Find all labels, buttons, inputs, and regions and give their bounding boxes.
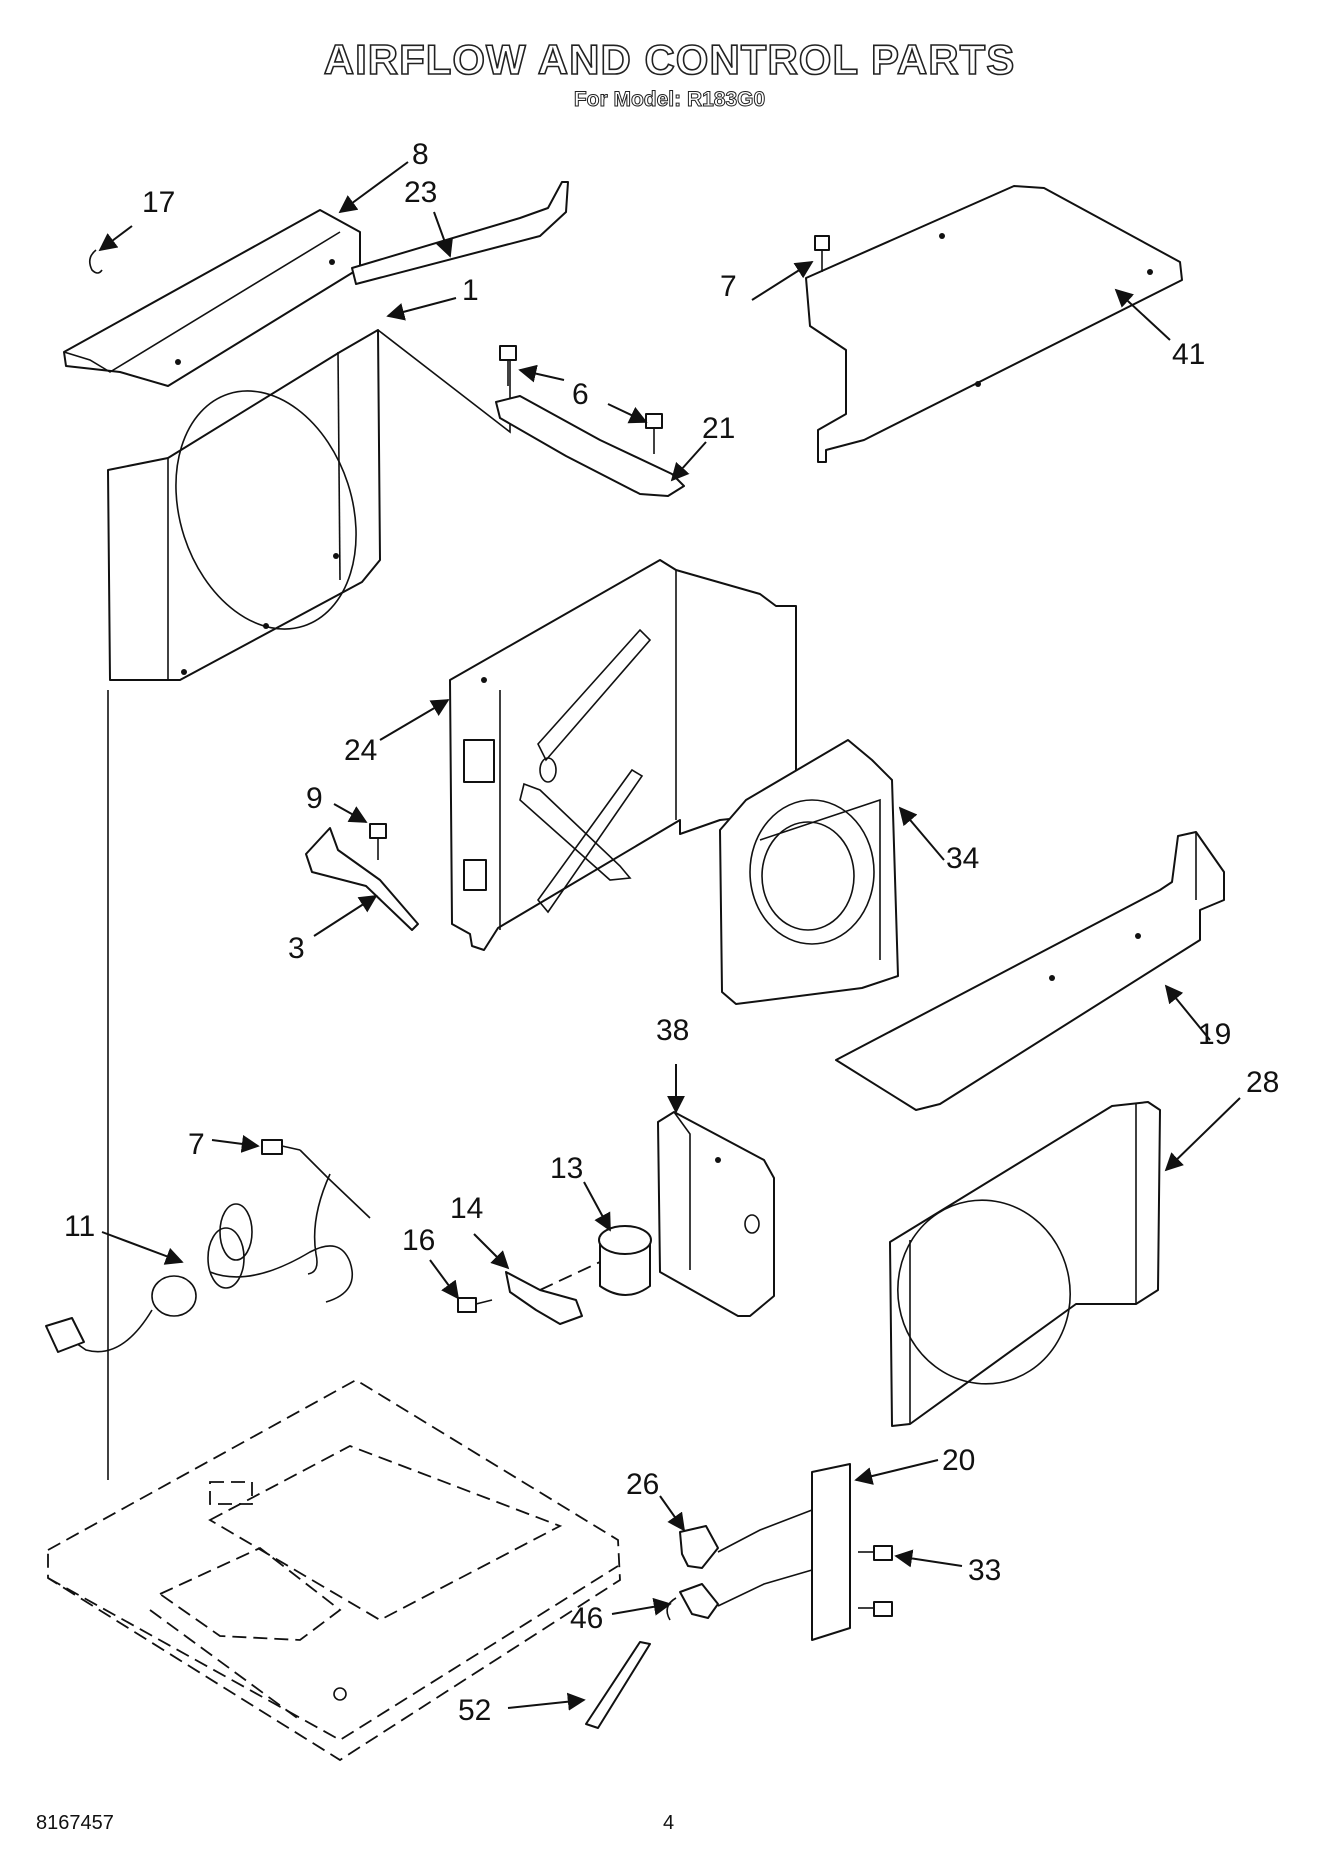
part-14-strap [505,1271,583,1325]
part-7-screw-upper [814,235,830,272]
part-38-control-box [657,1111,775,1317]
part-26-switch [679,1509,813,1569]
callout-41: 41 [1172,338,1205,371]
callout-19: 19 [1198,1018,1231,1051]
callout-16: 16 [402,1224,435,1257]
part-8-top-baffle [63,209,361,387]
callout-52: 52 [458,1694,491,1727]
part-17-clip [88,249,103,274]
part-21-bracket [495,395,685,497]
part-20-control-bracket [811,1463,851,1641]
part-23-seal-strip [351,181,569,285]
callout-8: 8 [412,138,429,171]
part-33-screws [858,1545,893,1617]
part-7-screw-lower [261,1139,301,1155]
part-46-thermostat [666,1569,813,1621]
callout-17: 17 [142,186,175,219]
part-11-power-cord [45,1149,371,1353]
callout-33: 33 [968,1554,1001,1587]
callout-38: 38 [656,1014,689,1047]
part-13-capacitor [598,1225,652,1296]
part-1-fan-shroud [107,329,511,681]
part-9-screw [369,823,387,860]
page-title: AIRFLOW AND CONTROL PARTS [323,35,1016,84]
callout-21: 21 [702,412,735,445]
part-14-dashed-guide [539,1261,601,1291]
callout-23: 23 [404,176,437,209]
base-pan [47,1378,621,1762]
callout-24: 24 [344,734,377,767]
callout-34: 34 [946,842,979,875]
callout-46: 46 [570,1602,603,1635]
callout-3: 3 [288,932,305,965]
callout-28: 28 [1246,1066,1279,1099]
page-number: 4 [663,1812,675,1834]
callout-11: 11 [64,1210,95,1243]
callout-26: 26 [626,1468,659,1501]
part-28-front-shroud [889,1101,1161,1427]
callout-13: 13 [550,1152,583,1185]
part-16-screw [457,1297,493,1313]
callout-6: 6 [572,378,589,411]
document-number: 8167457 [36,1812,114,1834]
callout-20: 20 [942,1444,975,1477]
part-19-panel [835,831,1225,1111]
model-subtitle: For Model: R183G0 [573,88,766,112]
part-34-scroll [719,739,899,1005]
callout-14: 14 [450,1192,483,1225]
callout-1: 1 [462,274,479,307]
callout-7-upper: 7 [720,270,737,303]
leader-lines [98,161,1241,1711]
part-3-bracket [305,827,419,931]
callout-7-lower: 7 [188,1128,205,1161]
callout-labels: 17 8 23 1 6 21 7 41 24 9 3 34 19 28 38 1… [64,138,1279,1727]
part-52-tube [585,1641,651,1729]
part-24-partition [449,559,797,951]
callout-9: 9 [306,782,323,815]
part-41-top-cover [805,185,1183,463]
